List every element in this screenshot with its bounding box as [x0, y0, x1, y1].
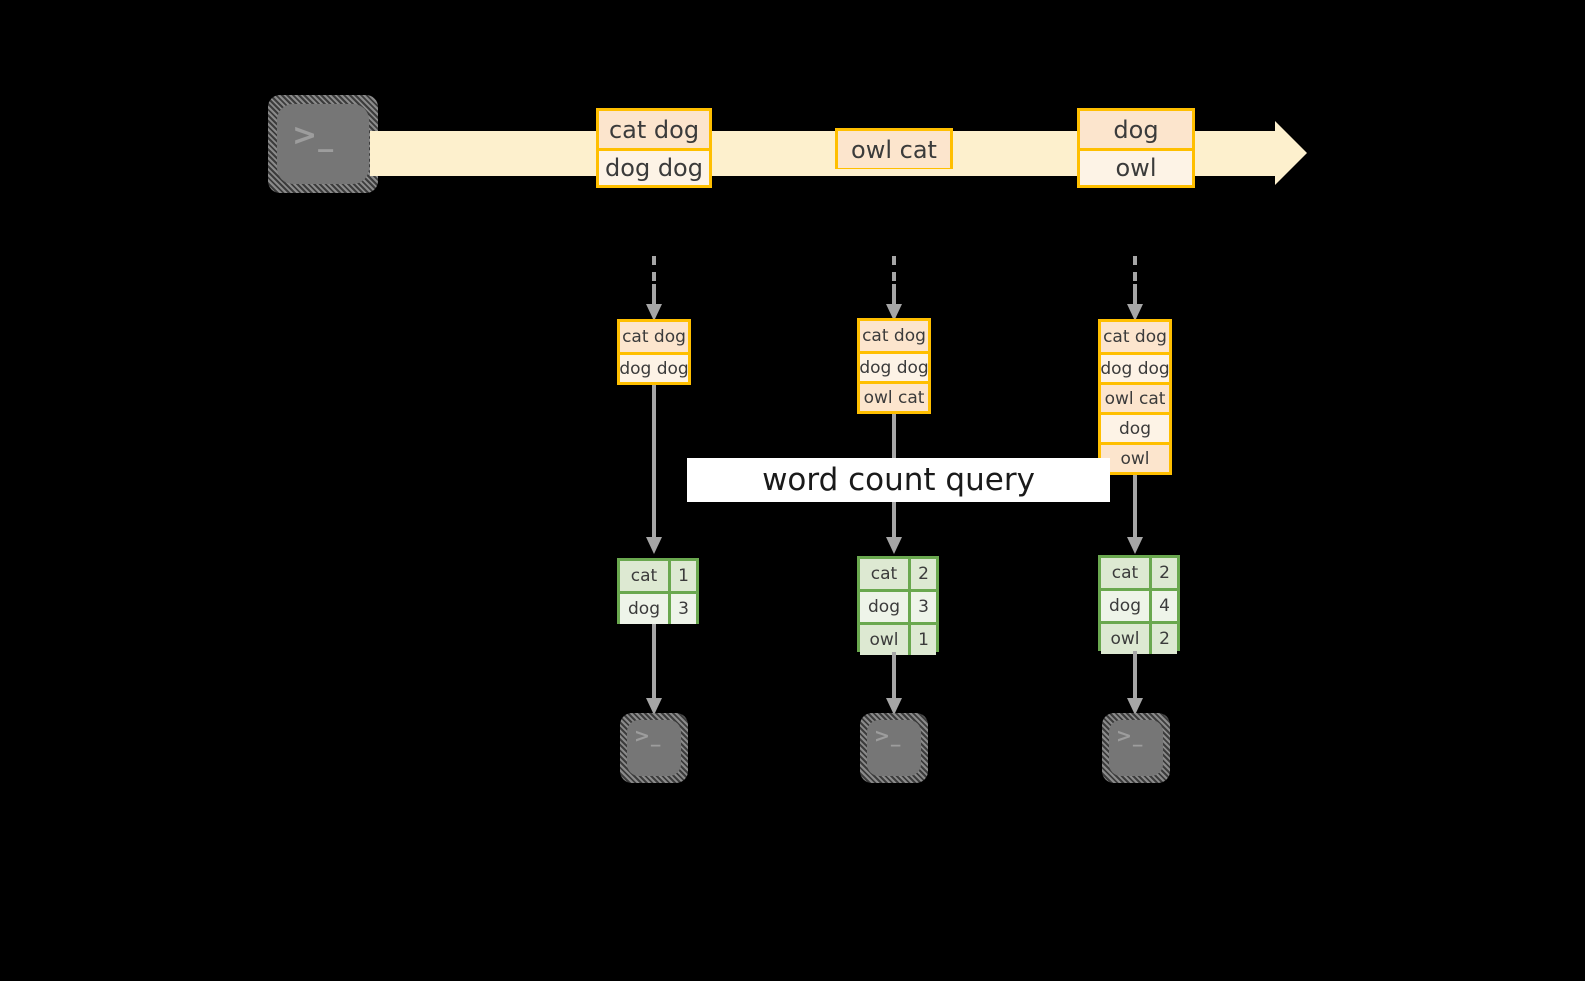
result-word: owl: [860, 625, 908, 655]
result-word: dog: [1101, 591, 1149, 621]
table-row: dog 3: [620, 591, 696, 624]
stream-event-line: dog dog: [599, 148, 709, 185]
result-word: owl: [1101, 624, 1149, 654]
stream-event-2[interactable]: owl cat: [835, 128, 953, 169]
buffer-table-1[interactable]: cat dog dog dog: [617, 319, 691, 385]
result-table-3[interactable]: cat 2 dog 4 owl 2: [1098, 555, 1180, 654]
result-count: 2: [908, 559, 936, 589]
buffer-table-3[interactable]: cat dog dog dog owl cat dog owl: [1098, 319, 1172, 475]
result-count: 1: [908, 625, 936, 655]
table-row: cat 1: [620, 561, 696, 591]
stream-consumer-terminal-2[interactable]: >_: [860, 713, 928, 783]
buffer-line: dog: [1101, 412, 1169, 442]
result-word: cat: [860, 559, 908, 589]
terminal-screen: [627, 720, 681, 776]
buffer-line: cat dog: [860, 321, 928, 351]
table-row: cat 2: [860, 559, 936, 589]
stream-event-line: owl cat: [838, 131, 950, 168]
terminal-screen: [1109, 720, 1163, 776]
terminal-screen: [277, 104, 369, 184]
stream-event-3[interactable]: dog owl: [1077, 108, 1195, 188]
result-word: cat: [620, 561, 668, 591]
table-row: cat 2: [1101, 558, 1177, 588]
result-word: dog: [860, 592, 908, 622]
result-count: 2: [1149, 558, 1177, 588]
stream-producer-terminal[interactable]: >_: [268, 95, 378, 193]
stream-event-1[interactable]: cat dog dog dog: [596, 108, 712, 188]
query-label-text: word count query: [762, 462, 1035, 498]
buffer-line: cat dog: [620, 322, 688, 352]
terminal-prompt-glyph: >_: [874, 725, 902, 747]
buffer-line: dog dog: [619, 352, 689, 382]
result-word: dog: [620, 594, 668, 624]
result-count: 3: [908, 592, 936, 622]
result-table-2[interactable]: cat 2 dog 3 owl 1: [857, 556, 939, 655]
buffer-line: cat dog: [1101, 322, 1169, 352]
buffer-table-2[interactable]: cat dog dog dog owl cat: [857, 318, 931, 414]
result-count: 4: [1149, 591, 1177, 621]
query-label: word count query: [687, 458, 1110, 502]
terminal-prompt-glyph: >_: [292, 118, 335, 153]
event-stream-arrow-head: [1275, 121, 1307, 185]
buffer-line: owl cat: [1101, 382, 1169, 412]
table-row: owl 2: [1101, 621, 1177, 654]
stream-event-line: owl: [1080, 148, 1192, 185]
buffer-line: owl: [1101, 442, 1169, 472]
terminal-prompt-glyph: >_: [634, 725, 662, 747]
table-row: owl 1: [860, 622, 936, 655]
result-word: cat: [1101, 558, 1149, 588]
buffer-line: owl cat: [860, 381, 928, 411]
result-table-1[interactable]: cat 1 dog 3: [617, 558, 699, 624]
result-count: 2: [1149, 624, 1177, 654]
terminal-screen: [867, 720, 921, 776]
table-row: dog 4: [1101, 588, 1177, 621]
stream-event-line: cat dog: [599, 111, 709, 148]
stream-event-line: dog: [1080, 111, 1192, 148]
stream-consumer-terminal-3[interactable]: >_: [1102, 713, 1170, 783]
table-row: dog 3: [860, 589, 936, 622]
result-count: 3: [668, 594, 696, 624]
result-count: 1: [668, 561, 696, 591]
terminal-prompt-glyph: >_: [1116, 725, 1144, 747]
buffer-line: dog dog: [1100, 352, 1170, 382]
buffer-line: dog dog: [859, 351, 929, 381]
stream-consumer-terminal-1[interactable]: >_: [620, 713, 688, 783]
